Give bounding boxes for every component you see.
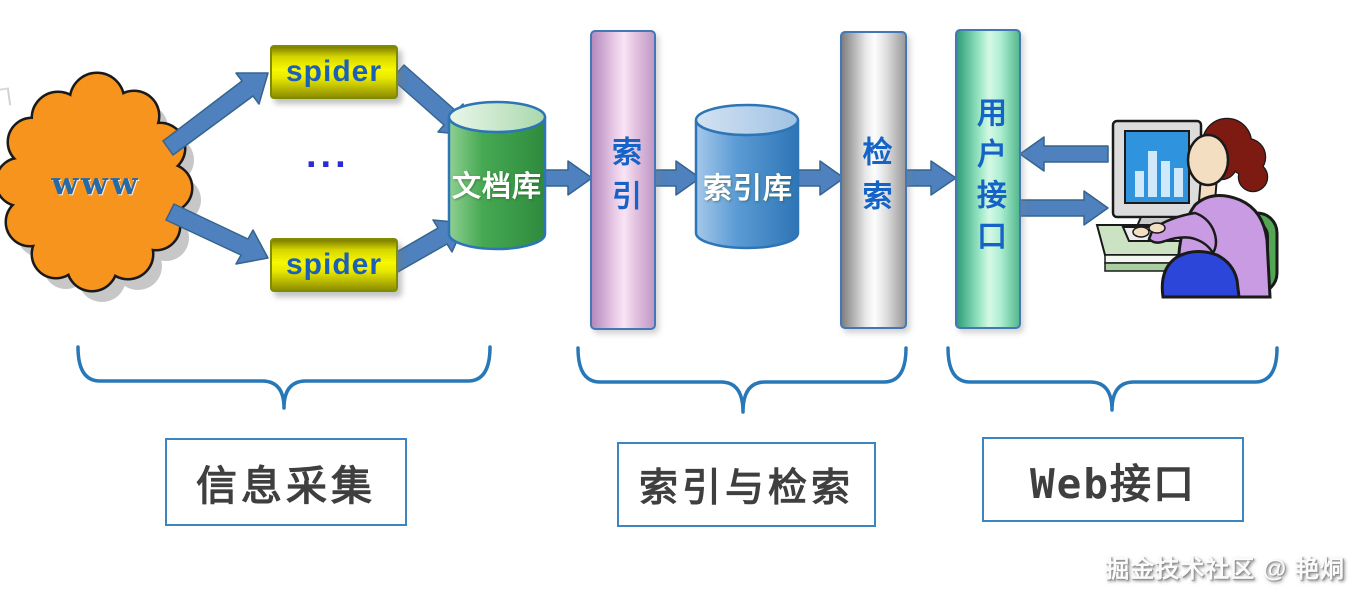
brace-collection <box>76 345 492 410</box>
arrow-cloud-to-spider-top <box>162 72 269 156</box>
spider-top-label: spider <box>285 55 383 88</box>
arrow-cloud-to-spider-bottom <box>165 203 269 265</box>
spider-ellipsis: ... <box>306 134 350 176</box>
group-collection-label: 信息采集 <box>196 463 376 509</box>
spider-box-bottom: spider <box>270 238 398 292</box>
retriever-bar: 检索 <box>840 31 907 329</box>
person <box>1132 117 1272 299</box>
user-at-computer-clipart <box>1095 117 1279 299</box>
indexer-label: 索引 <box>607 136 640 224</box>
brace-index-retrieval <box>576 346 908 414</box>
brace-web-interface <box>946 346 1279 412</box>
doc-store-cylinder <box>447 100 547 251</box>
indexer-bar: 索引 <box>590 30 656 330</box>
arrow-user-to-ui <box>1019 136 1109 172</box>
retriever-label: 检索 <box>857 136 891 224</box>
spider-bottom-label: spider <box>285 248 383 281</box>
hands <box>1132 222 1166 238</box>
doc-store-label: 文档库 <box>451 171 542 203</box>
group-box-collection: 信息采集 <box>165 438 407 526</box>
lap-pants <box>1160 250 1241 299</box>
user-interface-label: 用户接口 <box>972 97 1005 261</box>
watermark-text: 掘金技术社区 @ 艳烔 <box>1105 556 1345 583</box>
arrow-indexstore-to-retriever <box>797 160 845 196</box>
spider-box-top: spider <box>270 45 398 99</box>
group-box-web-interface: Web接口 <box>982 437 1244 522</box>
arrow-docstore-to-indexer <box>542 160 593 196</box>
www-cloud-label: www <box>51 166 141 202</box>
group-box-index-retrieval: 索引与检索 <box>617 442 876 527</box>
group-web-interface-label: Web接口 <box>1029 459 1197 508</box>
arrow-ui-to-user <box>1019 190 1109 226</box>
arrow-retriever-to-ui <box>902 160 957 196</box>
index-store-label: 索引库 <box>702 173 793 205</box>
head <box>1186 133 1230 187</box>
index-store-cylinder <box>694 103 800 250</box>
group-index-retrieval-label: 索引与检索 <box>638 466 854 510</box>
screen-bar-chart-icon <box>1135 151 1183 197</box>
user-interface-bar: 用户接口 <box>955 29 1021 329</box>
